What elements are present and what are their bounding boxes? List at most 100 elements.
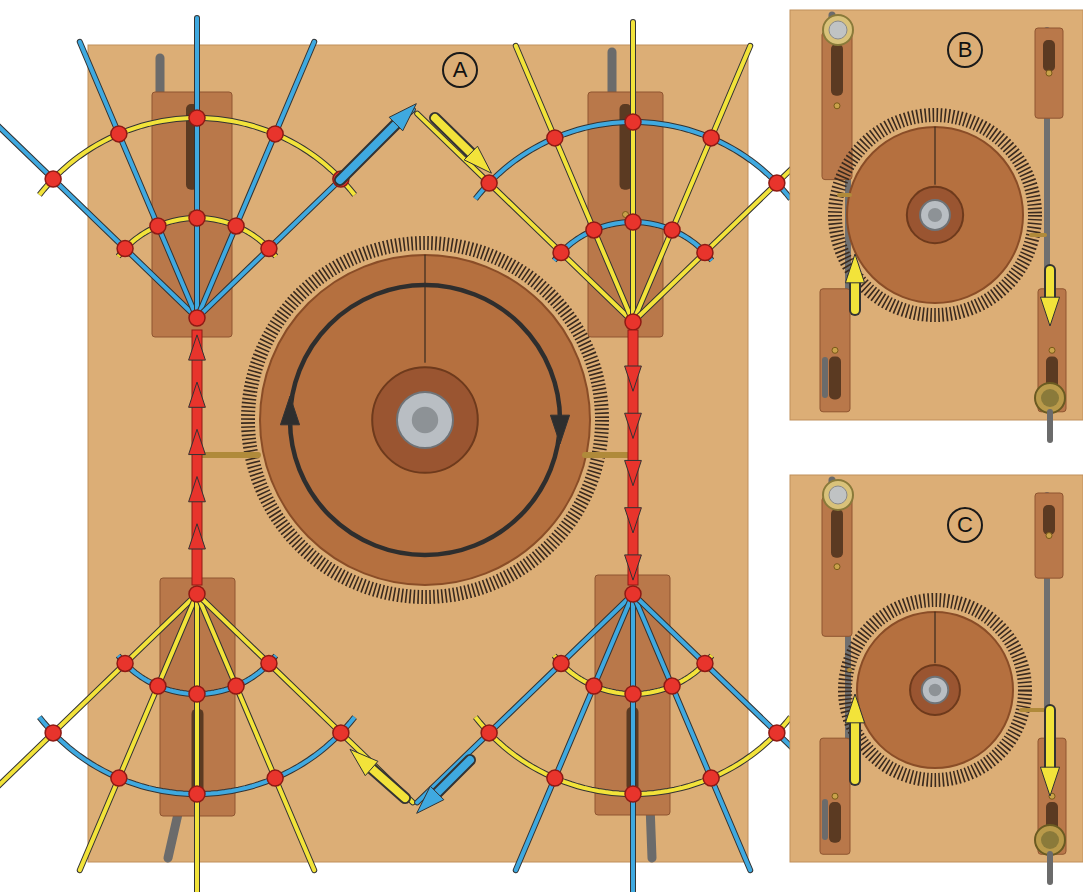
fan-line-outline	[630, 22, 636, 322]
marker-line	[424, 255, 425, 362]
arrowhead	[625, 555, 642, 580]
arrowhead	[625, 508, 642, 533]
arrowhead	[625, 413, 642, 438]
fan-line	[633, 46, 750, 322]
output-arrow	[340, 123, 397, 180]
intersection-dot	[261, 655, 277, 671]
slider-block	[820, 738, 850, 854]
intersection-dot	[625, 114, 641, 130]
apex-dot	[625, 314, 641, 330]
slider-slot	[829, 356, 841, 399]
slider-slot	[831, 44, 843, 96]
fan-line-outline	[197, 594, 314, 870]
intersection-dot	[117, 655, 133, 671]
fan-line	[197, 594, 413, 802]
intersection-dot	[553, 245, 569, 261]
fan-line-outline	[417, 114, 633, 322]
fan-line-outline	[197, 110, 413, 318]
screw	[1046, 70, 1052, 76]
fan-line-outline	[516, 594, 633, 870]
coin-center	[829, 486, 847, 504]
panel-letter: A	[453, 59, 468, 81]
screw	[832, 347, 838, 353]
connecting-link	[839, 193, 850, 197]
slider-slot	[1043, 505, 1055, 535]
rotation-arrowhead	[550, 415, 569, 444]
motion-arrow	[1046, 710, 1054, 768]
fan-line	[631, 594, 635, 892]
fan-line	[631, 22, 635, 322]
connecting-link	[849, 668, 850, 672]
intersection-dot	[697, 245, 713, 261]
intersection-dot	[769, 725, 785, 741]
slider-block	[822, 32, 852, 180]
arrowhead	[189, 382, 206, 407]
connecting-link	[1031, 233, 1045, 237]
intersection-dot	[697, 655, 713, 671]
axle-bolt	[397, 392, 453, 448]
marker-line	[934, 612, 935, 663]
fan-arc-outline	[475, 122, 790, 199]
motion-arrow	[845, 254, 864, 283]
intersection-dot	[547, 130, 563, 146]
marker-line	[934, 127, 935, 184]
guide-rod	[1047, 854, 1053, 882]
intersection-dot	[189, 786, 205, 802]
motion-arrow	[851, 282, 859, 310]
panel-label: A	[442, 52, 478, 88]
fan-arc	[475, 717, 790, 794]
force-fan	[417, 22, 849, 330]
force-fan	[0, 18, 413, 326]
fan-line-outline	[633, 46, 750, 322]
wood-board	[790, 475, 1083, 862]
spring-coil	[248, 243, 602, 597]
connecting-link	[585, 452, 630, 458]
slider-block	[1035, 28, 1063, 118]
intersection-dot	[547, 770, 563, 786]
fan-line-outline	[197, 594, 413, 802]
arrowhead	[189, 524, 206, 549]
fan-line-outline	[633, 594, 750, 870]
screw	[1049, 347, 1055, 353]
slider-block	[1035, 493, 1063, 578]
coin-center	[1041, 389, 1059, 407]
fan-arc-outline	[475, 717, 790, 794]
fan-arc	[475, 122, 790, 199]
fan-arc	[39, 717, 354, 794]
small-panel	[790, 10, 1083, 440]
output-arrow	[436, 760, 470, 794]
intersection-dot	[150, 218, 166, 234]
coin-center	[829, 21, 847, 39]
fan-line	[195, 594, 199, 892]
small-panel	[790, 475, 1083, 882]
intersection-dot	[228, 218, 244, 234]
fan-line-outline	[417, 594, 633, 802]
intersection-dot	[261, 241, 277, 257]
screw	[834, 564, 840, 570]
coin-center	[1041, 831, 1059, 849]
arrowhead	[625, 366, 642, 391]
fan-line	[633, 594, 750, 870]
motion-arrow	[851, 722, 859, 780]
intersection-dot	[664, 222, 680, 238]
fan-line-outline	[194, 594, 200, 892]
rotation-arrowhead	[280, 396, 299, 425]
fan-arc-outline	[39, 717, 354, 794]
intersection-dot	[664, 678, 680, 694]
panel-label: C	[947, 507, 983, 543]
intersection-dot	[586, 222, 602, 238]
axle-bolt	[412, 407, 438, 433]
output-arrow	[436, 760, 470, 794]
intersection-dot	[189, 210, 205, 226]
fan-line	[417, 114, 633, 322]
motion-arrow	[625, 330, 642, 585]
connecting-link	[1021, 708, 1045, 712]
input-arrow	[435, 118, 471, 154]
apex-dot	[189, 586, 205, 602]
output-arrow	[389, 104, 416, 131]
guide-rod	[1047, 412, 1053, 440]
slider-slot	[1043, 40, 1055, 72]
coin	[823, 15, 853, 45]
